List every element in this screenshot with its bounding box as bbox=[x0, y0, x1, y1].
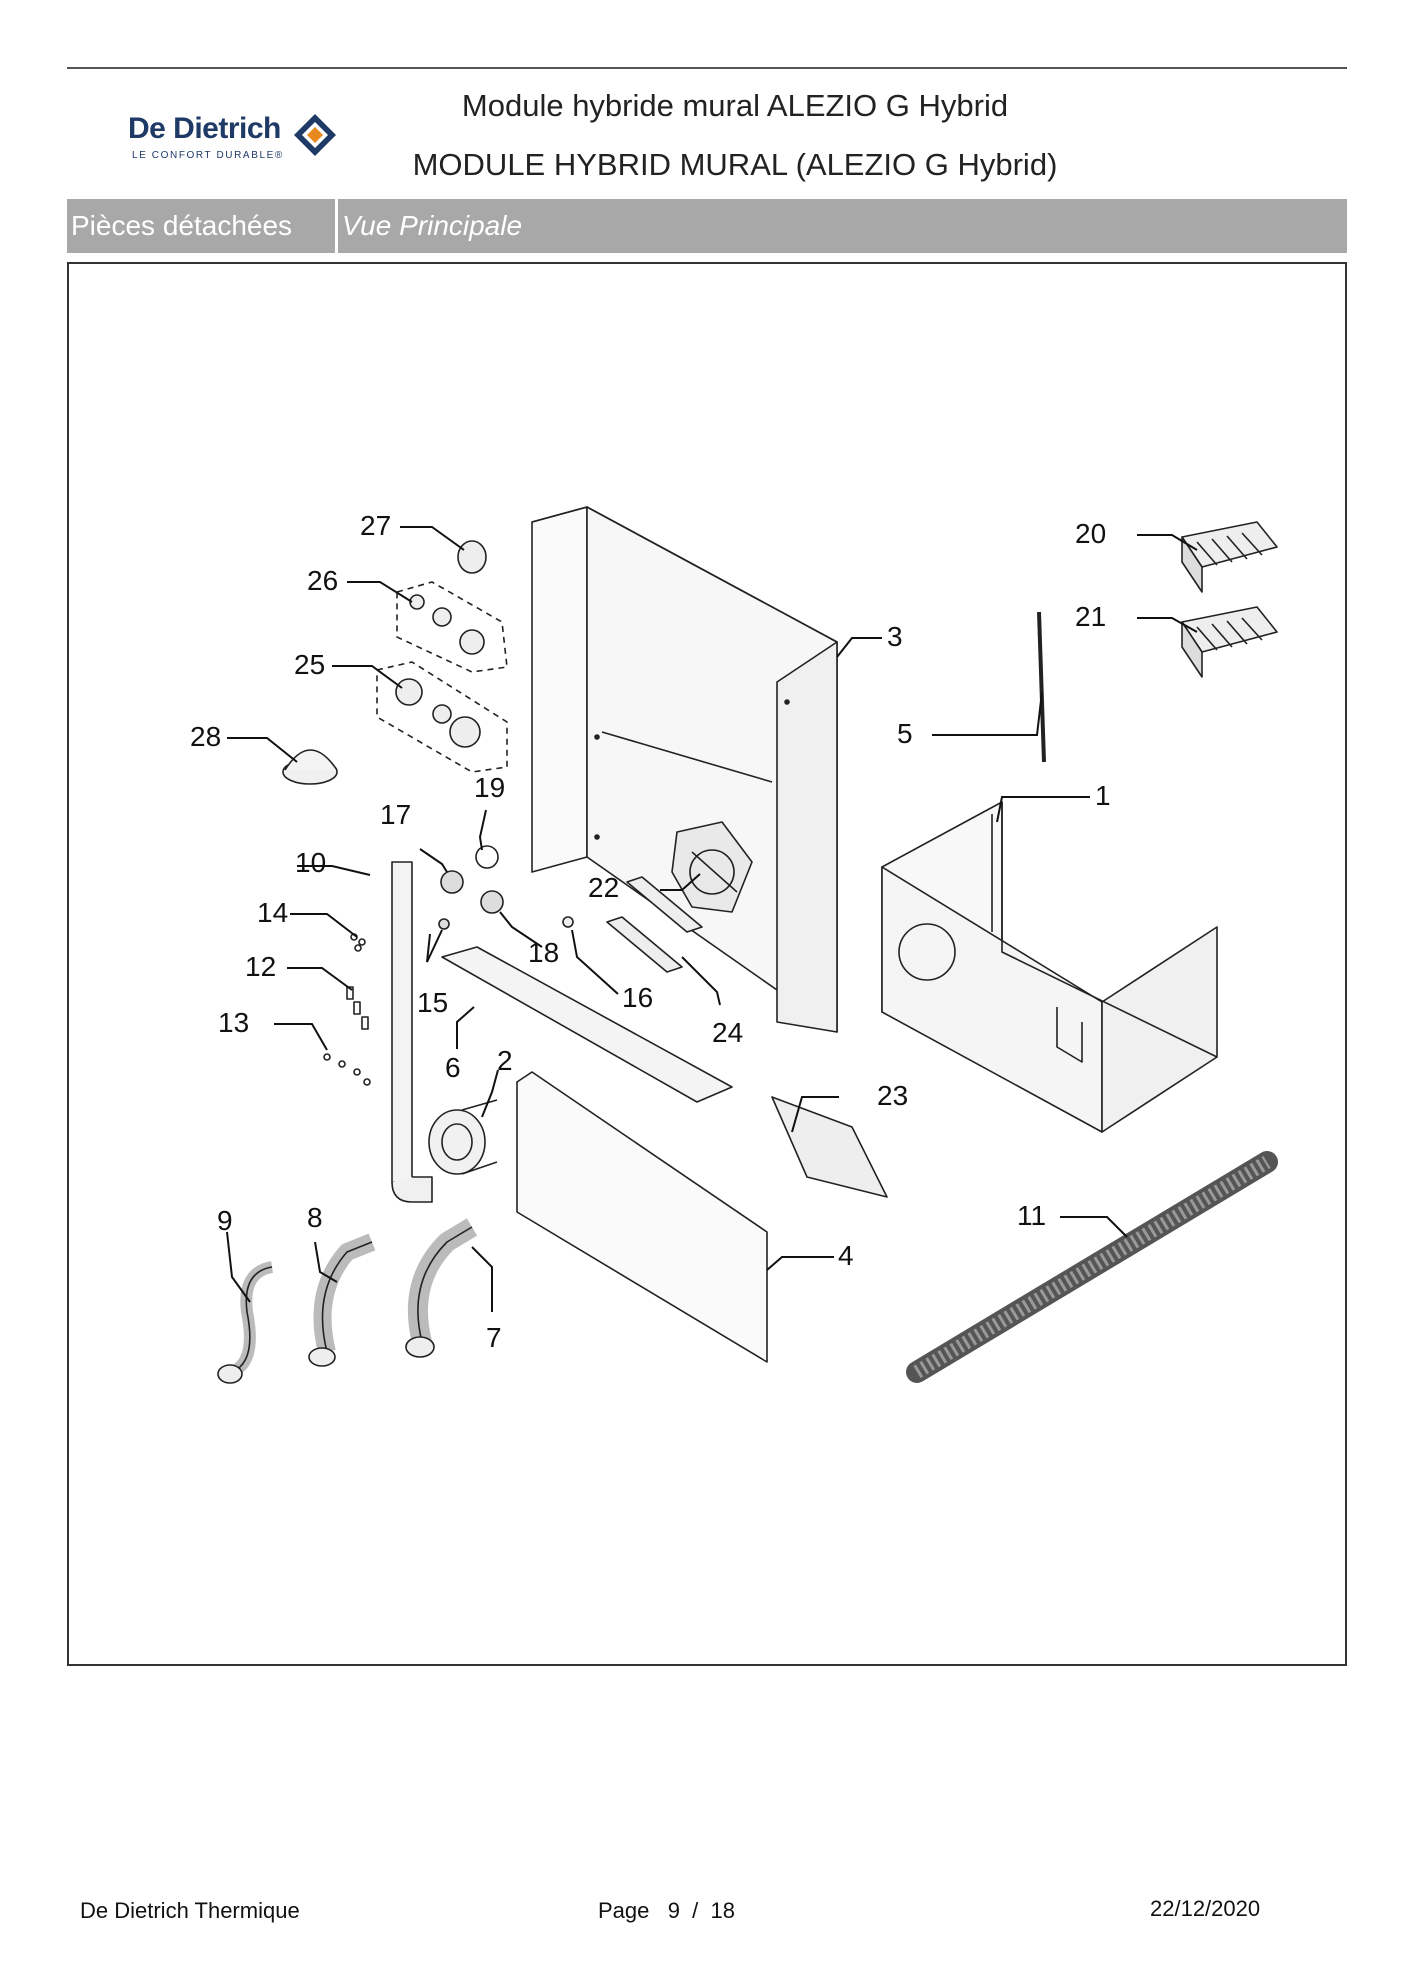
callout-14: 14 bbox=[257, 897, 288, 928]
part-6-plate bbox=[441, 946, 733, 1103]
part-14-screws bbox=[350, 933, 366, 952]
document-subtitle: MODULE HYBRID MURAL (ALEZIO G Hybrid) bbox=[412, 147, 1058, 182]
callout-17: 17 bbox=[380, 799, 411, 830]
callout-8: 8 bbox=[307, 1202, 323, 1233]
part-20-terminal bbox=[1181, 521, 1278, 593]
part-11-hose bbox=[906, 1151, 1278, 1383]
part-2-cone bbox=[428, 1099, 498, 1175]
part-17-fitting bbox=[440, 870, 464, 894]
part-4-panel bbox=[516, 1071, 768, 1363]
section-bar: Pièces détachées Vue Principale bbox=[67, 199, 1347, 253]
part-27-nut bbox=[457, 540, 487, 574]
callout-2: 2 bbox=[497, 1045, 513, 1076]
section-view: Vue Principale bbox=[342, 210, 523, 241]
part-19-ring bbox=[475, 845, 499, 869]
callout-19: 19 bbox=[474, 772, 505, 803]
footer-date: 22/12/2020 bbox=[1150, 1896, 1261, 1921]
part-13-nuts bbox=[323, 1053, 371, 1086]
part-28-cap bbox=[282, 749, 338, 785]
callout-3: 3 bbox=[887, 621, 903, 652]
part-18-fitting bbox=[480, 890, 504, 914]
part-26-group bbox=[396, 581, 508, 673]
part-5-rod bbox=[1037, 611, 1046, 763]
part-9-elbow bbox=[217, 1261, 274, 1384]
callout-28: 28 bbox=[190, 721, 221, 752]
part-1-case bbox=[881, 801, 1218, 1133]
callout-15: 15 bbox=[417, 987, 448, 1018]
callout-21: 21 bbox=[1075, 601, 1106, 632]
part-22-module bbox=[671, 821, 753, 913]
callout-12: 12 bbox=[245, 951, 276, 982]
callout-26: 26 bbox=[307, 565, 338, 596]
callout-10: 10 bbox=[295, 847, 326, 878]
callout-27: 27 bbox=[360, 510, 391, 541]
callout-25: 25 bbox=[294, 649, 325, 680]
part-7-elbow bbox=[405, 1218, 478, 1358]
part-8-elbow bbox=[308, 1233, 376, 1367]
part-21-terminal bbox=[1181, 606, 1278, 678]
brand-logo: De Dietrich LE CONFORT DURABLE® bbox=[124, 108, 344, 168]
diagram-frame: 27 26 25 28 3 5 1 20 21 22 17 19 18 16 2… bbox=[67, 262, 1347, 1666]
brand-diamond-icon bbox=[294, 114, 336, 156]
callout-11: 11 bbox=[1017, 1200, 1046, 1231]
part-3-frame bbox=[531, 506, 838, 1033]
callout-22: 22 bbox=[588, 872, 619, 903]
callout-7: 7 bbox=[486, 1322, 502, 1353]
callout-6: 6 bbox=[445, 1052, 461, 1083]
callout-24: 24 bbox=[712, 1017, 743, 1048]
header-rule bbox=[67, 67, 1347, 69]
callout-5: 5 bbox=[897, 718, 913, 749]
part-10-pipe bbox=[391, 861, 433, 1203]
brand-name: De Dietrich bbox=[128, 112, 281, 145]
callout-9: 9 bbox=[217, 1205, 233, 1236]
section-divider bbox=[335, 199, 338, 253]
exploded-parts-diagram: 27 26 25 28 3 5 1 20 21 22 17 19 18 16 2… bbox=[190, 506, 1278, 1384]
document-title: Module hybride mural ALEZIO G Hybrid bbox=[461, 88, 1009, 123]
callout-18: 18 bbox=[528, 937, 559, 968]
part-23-board bbox=[771, 1096, 888, 1198]
part-12-screws bbox=[346, 986, 369, 1030]
callout-16: 16 bbox=[622, 982, 653, 1013]
section-category: Pièces détachées bbox=[71, 210, 293, 241]
callout-23: 23 bbox=[877, 1080, 908, 1111]
callout-1: 1 bbox=[1095, 780, 1111, 811]
callout-4: 4 bbox=[838, 1240, 854, 1271]
part-16-washer bbox=[562, 916, 574, 928]
footer-company: De Dietrich Thermique bbox=[80, 1898, 300, 1923]
footer-page-number: Page 9 / 18 bbox=[598, 1898, 735, 1923]
brand-tagline: LE CONFORT DURABLE® bbox=[132, 150, 284, 161]
part-24-rails bbox=[606, 876, 703, 973]
part-15-bolt bbox=[438, 918, 450, 930]
callout-13: 13 bbox=[218, 1007, 249, 1038]
callout-20: 20 bbox=[1075, 518, 1106, 549]
part-25-group bbox=[376, 661, 508, 773]
